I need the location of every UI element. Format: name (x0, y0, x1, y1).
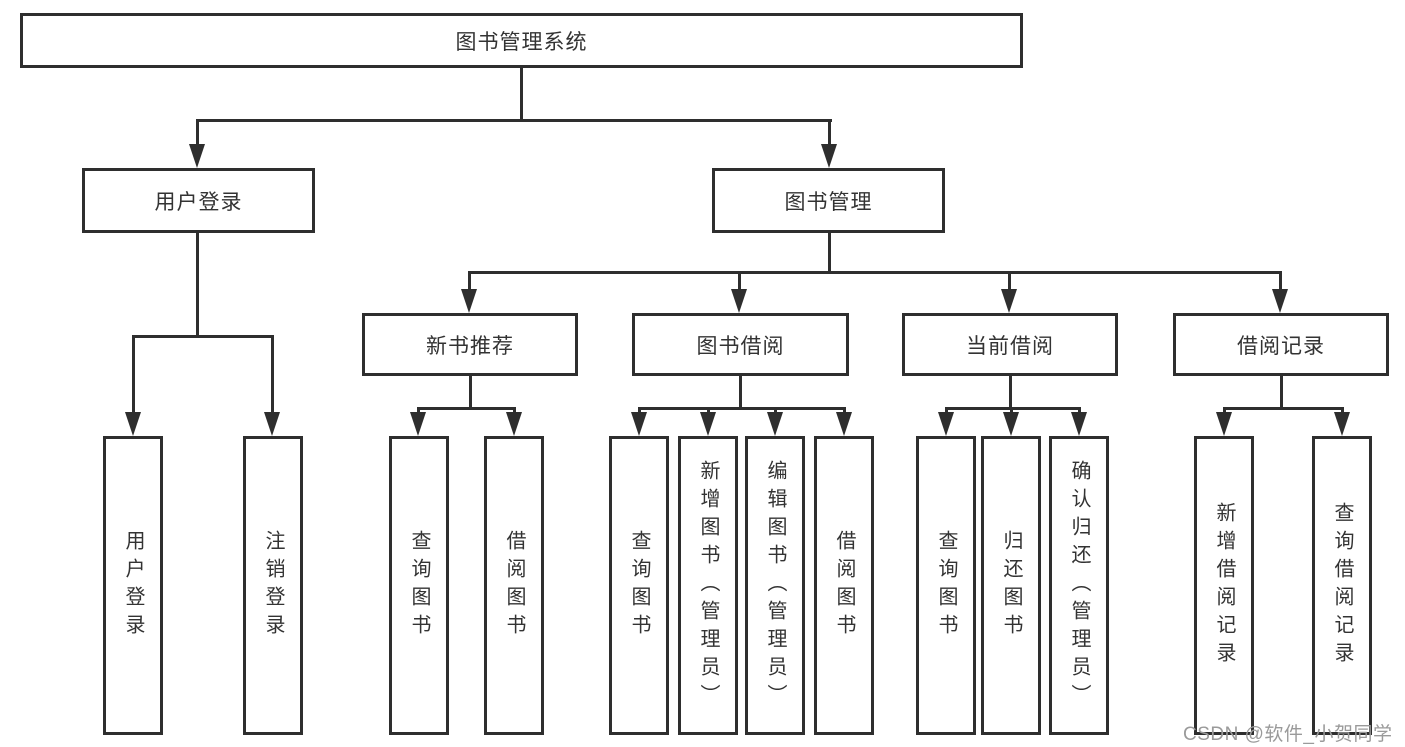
arrow-down-icon (189, 144, 205, 168)
leaf-br-add-record: 新增借阅记录 (1194, 436, 1254, 735)
node-new-book-recommend: 新书推荐 (362, 313, 578, 376)
connector-line (1009, 376, 1012, 410)
leaf-cb-return-book: 归还图书 (981, 436, 1041, 735)
connector-line (638, 409, 641, 413)
arrow-down-icon (700, 412, 716, 436)
arrow-down-icon (767, 412, 783, 436)
connector-line (468, 274, 471, 289)
arrow-down-icon (1272, 289, 1288, 313)
connector-line (1010, 409, 1013, 413)
leaf-bb-borrow-book: 借阅图书 (814, 436, 874, 735)
connector-line (843, 409, 846, 413)
node-root-system: 图书管理系统 (20, 13, 1023, 68)
arrow-down-icon (1001, 289, 1017, 313)
arrow-down-icon (461, 289, 477, 313)
connector-line (520, 68, 523, 122)
connector-line (196, 122, 199, 144)
leaf-nb-query-book: 查询图书 (389, 436, 449, 735)
arrow-down-icon (506, 412, 522, 436)
arrow-down-icon (938, 412, 954, 436)
arrow-down-icon (731, 289, 747, 313)
leaf-bb-add-book-admin: 新增图书（管理员） (678, 436, 738, 735)
csdn-watermark: CSDN @软件_小贺同学 (1183, 724, 1393, 745)
arrow-down-icon (631, 412, 647, 436)
connector-line (196, 233, 199, 338)
leaf-cb-confirm-return-admin: 确认归还（管理员） (1049, 436, 1109, 735)
connector-line (469, 376, 472, 410)
arrow-down-icon (836, 412, 852, 436)
connector-line (945, 407, 1081, 410)
leaf-bb-query-book: 查询图书 (609, 436, 669, 735)
node-book-management: 图书管理 (712, 168, 945, 233)
arrow-down-icon (821, 144, 837, 168)
connector-line (945, 409, 948, 413)
connector-line (271, 338, 274, 412)
connector-line (774, 409, 777, 413)
connector-line (417, 409, 420, 413)
connector-line (513, 409, 516, 413)
connector-line (1223, 407, 1344, 410)
leaf-nb-borrow-book: 借阅图书 (484, 436, 544, 735)
connector-line (196, 119, 832, 122)
connector-line (468, 271, 1282, 274)
connector-line (1078, 409, 1081, 413)
arrow-down-icon (1334, 412, 1350, 436)
connector-line (828, 232, 831, 271)
connector-line (132, 335, 274, 338)
connector-line (1223, 409, 1226, 413)
connector-line (1341, 409, 1344, 413)
node-borrow-record: 借阅记录 (1173, 313, 1389, 376)
arrow-down-icon (410, 412, 426, 436)
leaf-bb-edit-book-admin: 编辑图书（管理员） (745, 436, 805, 735)
connector-line (1279, 274, 1282, 289)
connector-line (1280, 376, 1283, 410)
arrow-down-icon (1216, 412, 1232, 436)
connector-line (707, 409, 710, 413)
connector-line (132, 338, 135, 412)
connector-line (738, 274, 741, 289)
connector-line (739, 376, 742, 410)
arrow-down-icon (125, 412, 141, 436)
connector-line (417, 407, 516, 410)
arrow-down-icon (264, 412, 280, 436)
arrow-down-icon (1071, 412, 1087, 436)
arrow-down-icon (1003, 412, 1019, 436)
leaf-logout: 注销登录 (243, 436, 303, 735)
connector-line (1008, 274, 1011, 289)
connector-line (828, 122, 831, 144)
node-current-borrow: 当前借阅 (902, 313, 1118, 376)
leaf-cb-query-book: 查询图书 (916, 436, 976, 735)
leaf-br-query-record: 查询借阅记录 (1312, 436, 1372, 735)
node-book-borrow: 图书借阅 (632, 313, 849, 376)
node-user-login: 用户登录 (82, 168, 315, 233)
connector-line (638, 407, 846, 410)
leaf-user-login: 用户登录 (103, 436, 163, 735)
